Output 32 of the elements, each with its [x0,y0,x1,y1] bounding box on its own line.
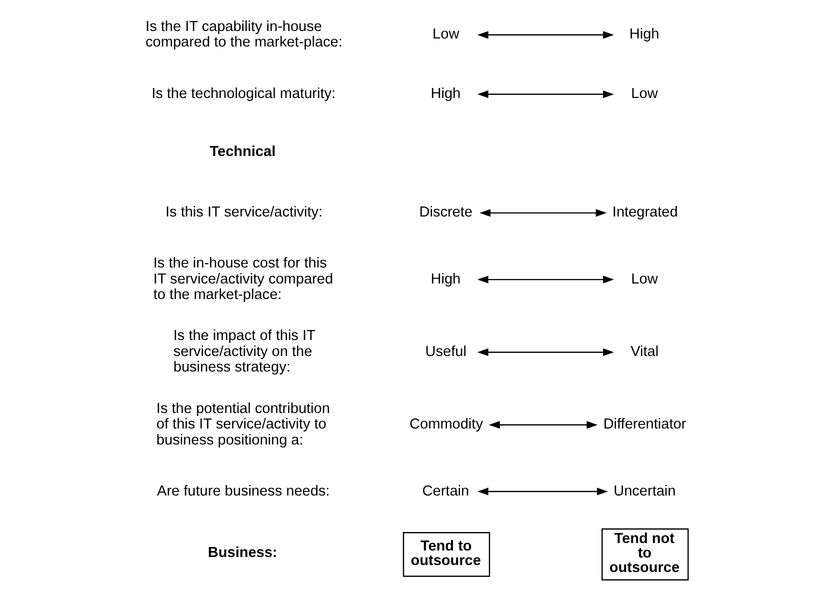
node-box: Tend to outsource [402,532,490,577]
arrow [477,31,614,39]
arrow [477,276,614,284]
arrow [477,488,608,496]
label: Is the impact of this IT service/activity on the business strategy: [173,328,316,376]
label: Is the technological maturity: [152,86,336,102]
node-text: Certain [422,483,470,500]
node-text: Low [631,86,658,102]
arrow [477,348,614,356]
node-text: Low [432,26,460,43]
node-text: Integrated [612,204,678,221]
arrow [488,421,598,429]
node-text: Low [631,271,658,288]
node-text: Commodity [410,416,483,433]
node-box: Tend not to outsource [602,528,689,580]
node-text: High [629,26,660,43]
node-text: High [430,271,461,288]
node-text: Vital [630,344,659,360]
label: Is the potential contribution of this IT service/activity to business positioning a: [156,400,330,448]
arrow [477,90,614,98]
label: Business: [208,545,278,562]
label: Are future business needs: [157,483,330,500]
label: Technical [210,144,276,160]
node-text: High [430,86,461,102]
node-text: Useful [425,344,466,360]
node-text: Differentiator [603,416,686,433]
node-text: Uncertain [614,483,676,500]
arrow [480,209,607,217]
label: Is this IT service/activity: [166,204,323,221]
node-text: Discrete [419,204,472,221]
label: Is the IT capability in-house compared to the market-place: [146,18,342,51]
label: Is the in-house cost for this IT service/activity compared to the market-place: [153,256,334,304]
